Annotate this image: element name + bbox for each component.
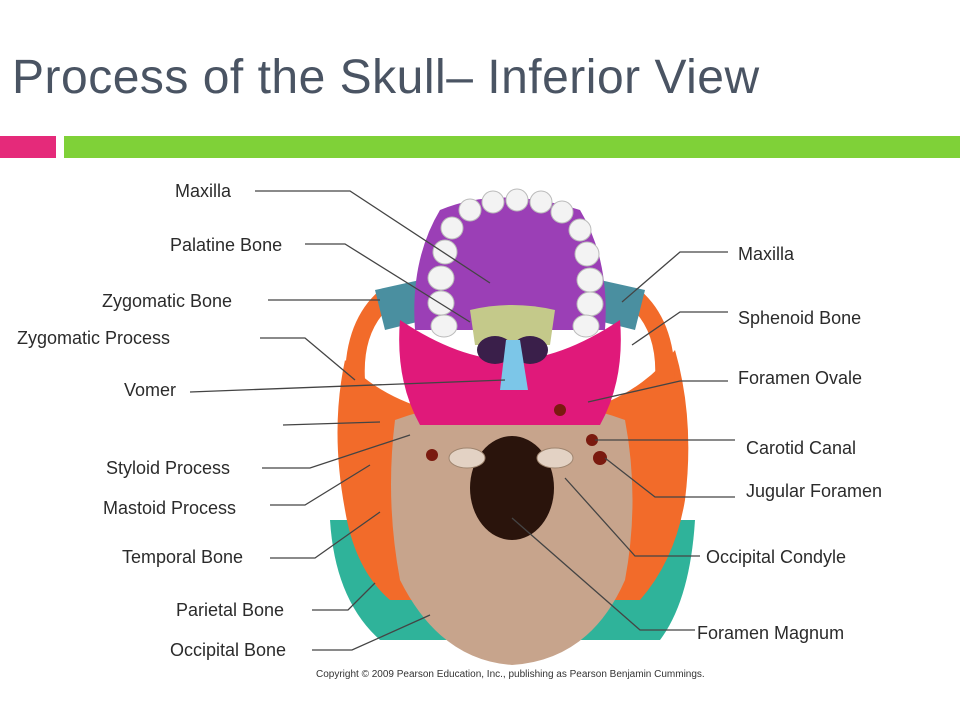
label-temporal-bone: Temporal Bone <box>122 547 244 567</box>
condyle-left <box>448 447 486 469</box>
zygomatic-left <box>375 280 425 330</box>
label-occipital-bone: Occipital Bone <box>170 640 287 660</box>
teeth-row <box>427 188 604 338</box>
condyle-right <box>536 447 574 469</box>
vomer-region <box>500 340 528 390</box>
label-parietal-bone: Parietal Bone <box>176 600 285 620</box>
accent-bar-pink <box>0 136 56 158</box>
left-foramen-hole <box>426 449 438 461</box>
label-mastoid-process: Mastoid Process <box>103 498 237 518</box>
foramen-ovale-hole <box>554 404 566 416</box>
label-palatine-bone: Palatine Bone <box>170 235 283 255</box>
jugular-foramen-hole <box>593 451 607 465</box>
label-occipital-condyle: Occipital Condyle <box>706 547 847 567</box>
label-styloid-process: Styloid Process <box>106 458 231 478</box>
label-foramen-ovale: Foramen Ovale <box>738 368 863 388</box>
label-maxilla-right: Maxilla <box>738 244 795 264</box>
label-jugular-foramen: Jugular Foramen <box>746 481 883 501</box>
foramen-magnum-shape <box>470 436 554 540</box>
label-carotid-canal: Carotid Canal <box>746 438 857 458</box>
zygomatic-arch-left <box>345 290 392 380</box>
label-maxilla-left: Maxilla <box>175 181 232 201</box>
page-title: Process of the Skull– Inferior View <box>12 51 760 104</box>
label-zygomatic-bone: Zygomatic Bone <box>102 291 233 311</box>
palatine-region <box>470 305 555 345</box>
zygomatic-arch-right <box>628 290 675 380</box>
label-vomer: Vomer <box>124 380 177 400</box>
label-foramen-magnum: Foramen Magnum <box>697 623 845 643</box>
label-sphenoid-bone: Sphenoid Bone <box>738 308 862 328</box>
leader-lines <box>189 190 735 651</box>
accent-bar-green <box>64 136 960 158</box>
label-zygomatic-process: Zygomatic Process <box>17 328 171 348</box>
copyright-notice: Copyright © 2009 Pearson Education, Inc.… <box>316 669 705 680</box>
carotid-canal-hole <box>586 434 598 446</box>
